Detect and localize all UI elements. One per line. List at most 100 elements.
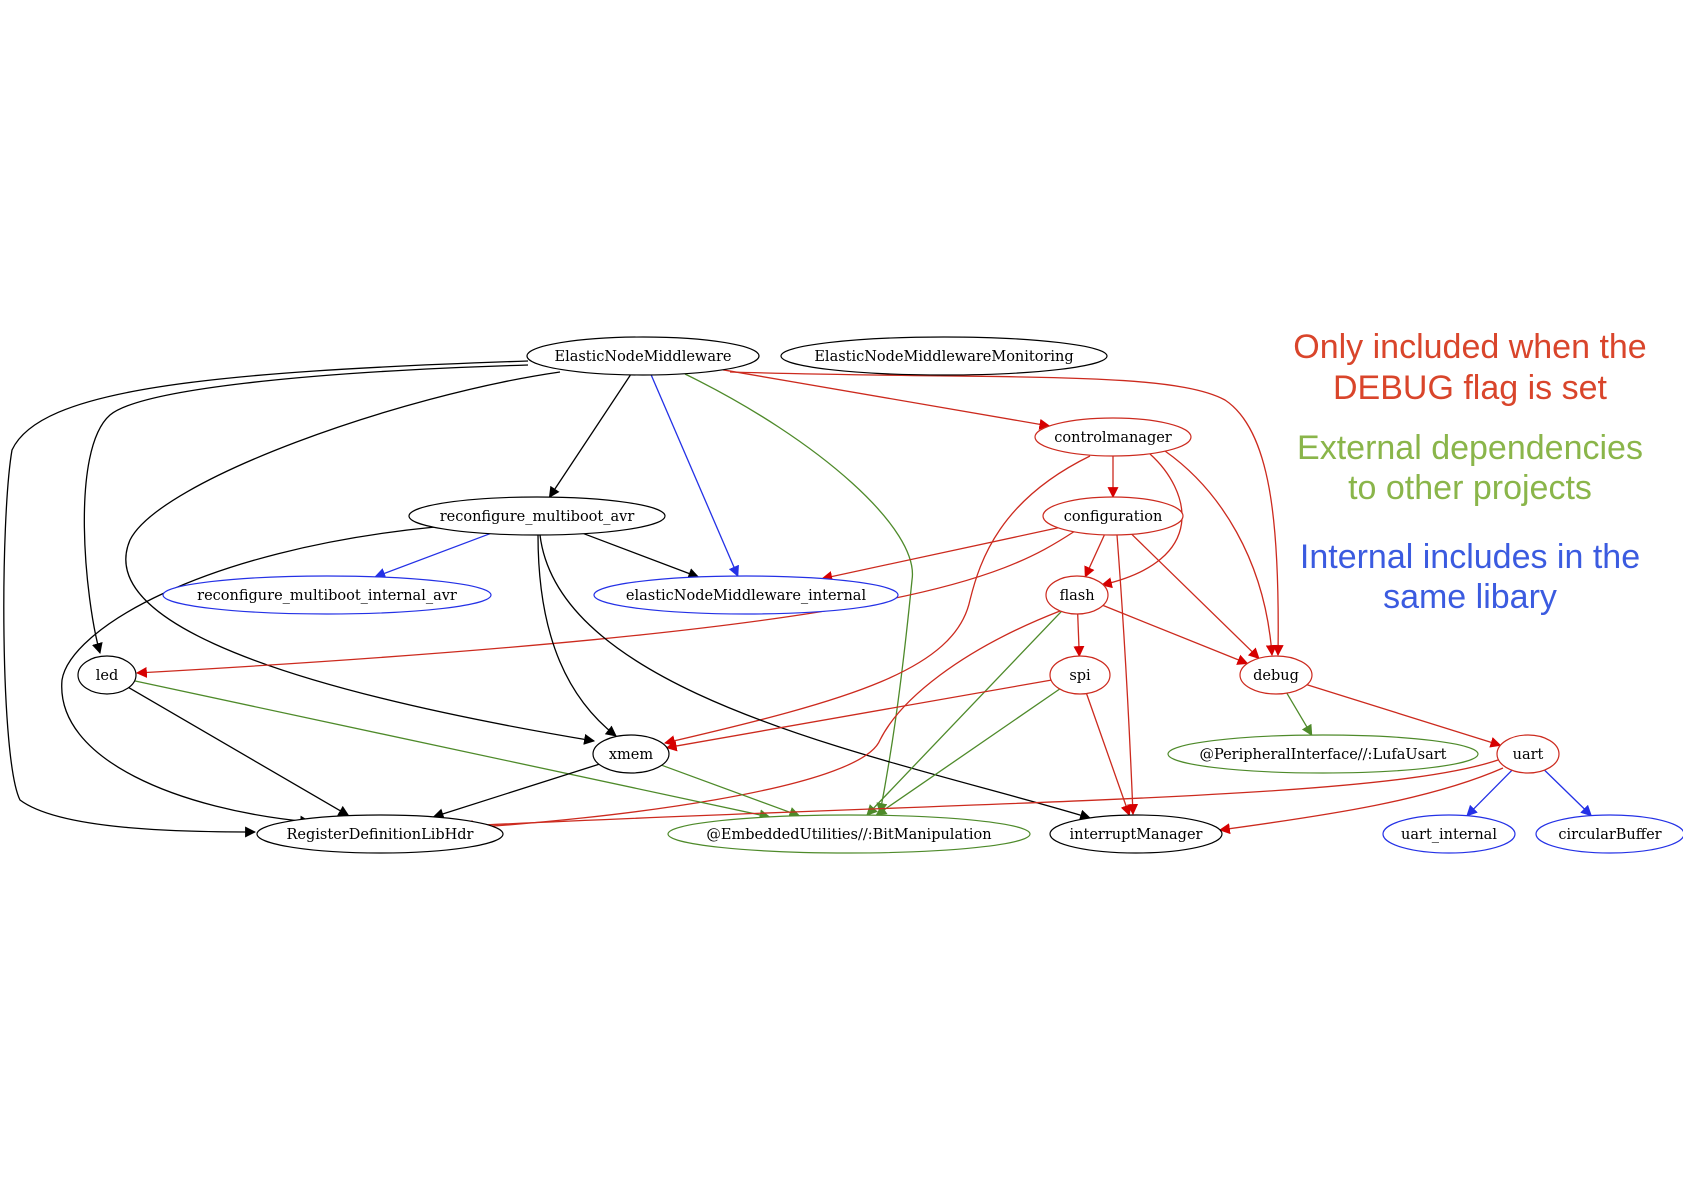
node-label: uart (1513, 747, 1544, 763)
node-ellipse (1045, 575, 1109, 615)
edge-reconfigure_multiboot_avr-to-reconfigure_multiboot_internal_avr (374, 533, 491, 579)
edge-flash-to-BitManipulation (866, 610, 1062, 816)
edge-ElasticNodeMiddleware-to-led (83, 364, 529, 655)
node-elasticNodeMiddleware_internal: elasticNodeMiddleware_internal (593, 575, 899, 615)
node-ellipse (256, 814, 504, 854)
node-ellipse (1535, 814, 1683, 854)
node-configuration: configuration (1042, 496, 1184, 536)
edge-led-to-BitManipulation (134, 680, 771, 821)
node-spi: spi (1049, 655, 1111, 695)
edge-configuration-to-flash (1084, 534, 1105, 578)
node-xmem: xmem (592, 734, 670, 774)
legend-line: DEBUG flag is set (1333, 369, 1608, 407)
node-ellipse (1049, 655, 1111, 695)
node-reconfigure_multiboot_internal_avr: reconfigure_multiboot_internal_avr (162, 575, 492, 615)
edge-controlmanager-to-flash (1100, 453, 1183, 589)
edge-reconfigure_multiboot_avr-to-elasticNodeMiddleware_internal (583, 533, 700, 579)
node-label: ElasticNodeMiddlewareMonitoring (814, 349, 1073, 365)
node-reconfigure_multiboot_avr: reconfigure_multiboot_avr (408, 496, 666, 536)
node-circularBuffer: circularBuffer (1535, 814, 1683, 854)
node-label: xmem (609, 747, 654, 763)
node-ellipse (1034, 417, 1192, 457)
edge-ElasticNodeMiddleware-to-elasticNodeMiddleware_internal (650, 374, 739, 578)
edge-spi-to-xmem (665, 679, 1052, 752)
legend-line: Internal includes in the (1300, 538, 1640, 576)
legend-line: to other projects (1348, 469, 1592, 507)
legend-line: Only included when the (1293, 328, 1646, 366)
edge-ElasticNodeMiddleware-to-BitManipulation (684, 373, 914, 815)
edge-spi-to-BitManipulation (875, 688, 1061, 816)
node-ellipse (780, 336, 1108, 376)
node-label: @EmbeddedUtilities//:BitManipulation (706, 827, 991, 843)
node-label: debug (1253, 668, 1299, 684)
edge-configuration-to-interruptManager (1116, 534, 1139, 816)
node-ellipse (1042, 496, 1184, 536)
node-ellipse (162, 575, 492, 615)
node-label: elasticNodeMiddleware_internal (626, 588, 867, 604)
edge-xmem-to-RegisterDefinitionLibHdr (432, 763, 600, 820)
nodes-layer: ElasticNodeMiddleware ElasticNodeMiddlewa… (77, 336, 1683, 854)
edge-uart-to-uart_internal (1466, 769, 1513, 817)
node-led: led (77, 655, 137, 695)
node-ellipse (1496, 734, 1560, 774)
edge-uart-to-interruptManager (1218, 767, 1504, 835)
node-ellipse (408, 496, 666, 536)
node-label: ElasticNodeMiddleware (554, 349, 731, 365)
node-ellipse (593, 575, 899, 615)
edge-flash-to-RegisterDefinitionLibHdr (461, 610, 1061, 833)
node-ellipse (77, 655, 137, 695)
edge-ElasticNodeMiddleware-to-controlmanager (722, 369, 1051, 430)
node-ellipse (1239, 655, 1313, 695)
node-label: interruptManager (1070, 827, 1203, 843)
node-debug: debug (1239, 655, 1313, 695)
node-uart_internal: uart_internal (1382, 814, 1516, 854)
edge-xmem-to-BitManipulation (661, 764, 801, 818)
node-ellipse (1049, 814, 1223, 854)
node-label: spi (1069, 668, 1091, 684)
edge-reconfigure_multiboot_avr-to-xmem (537, 534, 617, 737)
node-ElasticNodeMiddleware: ElasticNodeMiddleware (526, 336, 760, 376)
edge-led-to-RegisterDefinitionLibHdr (128, 687, 350, 817)
edge-ElasticNodeMiddleware-to-reconfigure_multiboot_avr (548, 374, 632, 499)
edge-reconfigure_multiboot_avr-to-interruptManager (539, 534, 1092, 821)
edge-configuration-to-elasticNodeMiddleware_internal (821, 527, 1059, 582)
node-label: controlmanager (1054, 430, 1172, 446)
node-ellipse (526, 336, 760, 376)
edge-ElasticNodeMiddleware-to-xmem (125, 371, 596, 745)
edge-debug-to-uart (1306, 684, 1502, 748)
node-RegisterDefinitionLibHdr: RegisterDefinitionLibHdr (256, 814, 504, 854)
node-label: reconfigure_multiboot_internal_avr (197, 588, 457, 604)
node-label: RegisterDefinitionLibHdr (287, 827, 474, 843)
edge-flash-to-debug (1102, 604, 1249, 665)
node-interruptManager: interruptManager (1049, 814, 1223, 854)
edge-spi-to-interruptManager (1085, 693, 1132, 817)
legend-line: External dependencies (1297, 429, 1643, 467)
node-ellipse (1382, 814, 1516, 854)
edge-configuration-to-debug (1131, 533, 1260, 660)
node-label: reconfigure_multiboot_avr (440, 509, 635, 525)
node-uart: uart (1496, 734, 1560, 774)
edge-flash-to-spi (1073, 613, 1085, 658)
node-label: configuration (1064, 509, 1163, 525)
node-ElasticNodeMiddlewareMonitoring: ElasticNodeMiddlewareMonitoring (780, 336, 1108, 376)
edge-uart-to-circularBuffer (1544, 769, 1592, 817)
edge-debug-to-LufaUsart (1286, 692, 1313, 737)
node-label: led (96, 668, 119, 684)
legend-line: same libary (1383, 578, 1557, 616)
node-label: uart_internal (1401, 827, 1497, 843)
node-BitManipulation: @EmbeddedUtilities//:BitManipulation (667, 814, 1031, 854)
edge-controlmanager-to-debug (1164, 450, 1277, 657)
edge-reconfigure_multiboot_avr-to-RegisterDefinitionLibHdr (61, 526, 436, 827)
node-LufaUsart: @PeripheralInterface//:LufaUsart (1167, 734, 1479, 774)
node-flash: flash (1045, 575, 1109, 615)
node-label: circularBuffer (1558, 827, 1661, 843)
edge-controlmanager-to-xmem (663, 455, 1091, 747)
edge-uart-to-RegisterDefinitionLibHdr (461, 759, 1499, 832)
node-label: flash (1059, 588, 1094, 604)
edge-ElasticNodeMiddleware-to-debug (729, 371, 1284, 657)
node-ellipse (667, 814, 1031, 854)
node-label: @PeripheralInterface//:LufaUsart (1200, 747, 1447, 763)
node-ellipse (1167, 734, 1479, 774)
